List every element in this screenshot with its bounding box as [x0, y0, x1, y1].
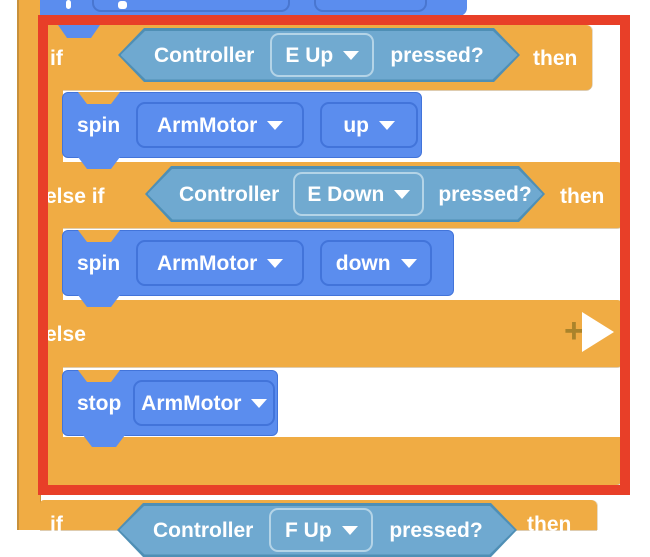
if-label: if [50, 47, 63, 70]
button-dropdown[interactable]: E Up [270, 33, 375, 77]
outer-block-left-arm[interactable] [17, 0, 41, 530]
elseif-label: else if [45, 185, 105, 208]
if-block-left-arm [40, 88, 63, 164]
pressed-label: pressed? [390, 43, 484, 67]
dropdown-arrow-icon [400, 258, 417, 268]
dropdown-arrow-icon [341, 525, 358, 535]
condition-controller-e-down[interactable]: Controller E Down pressed? [145, 166, 545, 222]
controller-label: Controller [153, 518, 254, 542]
dropdown-arrow-icon [394, 189, 411, 199]
button-dropdown[interactable]: E Down [293, 172, 425, 216]
spin-label: spin [77, 113, 121, 137]
controller-label: Controller [179, 182, 280, 206]
condition-controller-e-up[interactable]: Controller E Up pressed? [118, 28, 520, 82]
motor-dropdown[interactable]: ArmMotor [136, 102, 305, 148]
if-block-left-arm [40, 226, 63, 302]
next-if-block-header[interactable]: if Controller F Up pressed? then [40, 500, 597, 530]
then-label: then [527, 513, 572, 536]
spin-armmotor-down-block[interactable]: spin ArmMotor down [62, 230, 454, 307]
pressed-label: pressed? [389, 518, 483, 542]
block-bottom-tab [78, 157, 120, 169]
top-partial-dropdown-2[interactable] [314, 0, 427, 12]
direction-dropdown[interactable]: up [320, 102, 419, 148]
dropdown-arrow-icon [267, 120, 284, 130]
cut-text-remnant [118, 1, 127, 9]
hexagon-fill [148, 169, 543, 220]
top-partial-dropdown-1[interactable] [92, 0, 290, 12]
if-block-end-cap[interactable] [40, 437, 623, 485]
stop-armmotor-block[interactable]: stop ArmMotor [62, 370, 278, 447]
elseif-block-header[interactable]: else if Controller E Down pressed? then [40, 162, 623, 228]
if-label: if [50, 513, 63, 536]
expand-else-button[interactable]: + [564, 312, 620, 352]
blocks-canvas: { "colors": { "orange": "#F0AC44", "blue… [17, 0, 630, 530]
block-top-notch [78, 370, 120, 382]
hexagon-fill [121, 31, 518, 80]
condition-controller-f-up[interactable]: Controller F Up pressed? [117, 503, 517, 557]
then-label: then [560, 185, 605, 208]
block-top-notch [78, 230, 120, 242]
dropdown-arrow-icon [343, 50, 360, 60]
then-label: then [533, 47, 578, 70]
dropdown-arrow-icon [379, 120, 395, 130]
dropdown-arrow-icon [267, 258, 284, 268]
if-block-header[interactable]: if Controller E Up pressed? then [40, 25, 592, 90]
direction-dropdown[interactable]: down [320, 240, 433, 286]
plus-icon: + [564, 312, 584, 350]
block-bottom-tab [78, 295, 120, 307]
else-label: else [45, 323, 86, 346]
dropdown-arrow-icon [251, 398, 268, 408]
button-dropdown[interactable]: F Up [269, 508, 374, 552]
cut-text-remnant [66, 0, 71, 9]
top-partial-block[interactable] [40, 0, 467, 16]
block-bottom-tab [83, 435, 125, 447]
controller-label: Controller [154, 43, 255, 67]
spin-label: spin [77, 251, 121, 275]
motor-dropdown[interactable]: ArmMotor [136, 240, 305, 286]
pressed-label: pressed? [438, 182, 532, 206]
block-top-notch [78, 92, 120, 104]
block-bottom-tab [58, 25, 100, 38]
else-block-header[interactable]: else + [40, 300, 623, 367]
if-block-left-arm [40, 365, 63, 439]
arrow-right-icon [582, 312, 614, 352]
stop-label: stop [77, 391, 122, 415]
spin-armmotor-up-block[interactable]: spin ArmMotor up [62, 92, 422, 169]
motor-dropdown[interactable]: ArmMotor [133, 380, 276, 426]
